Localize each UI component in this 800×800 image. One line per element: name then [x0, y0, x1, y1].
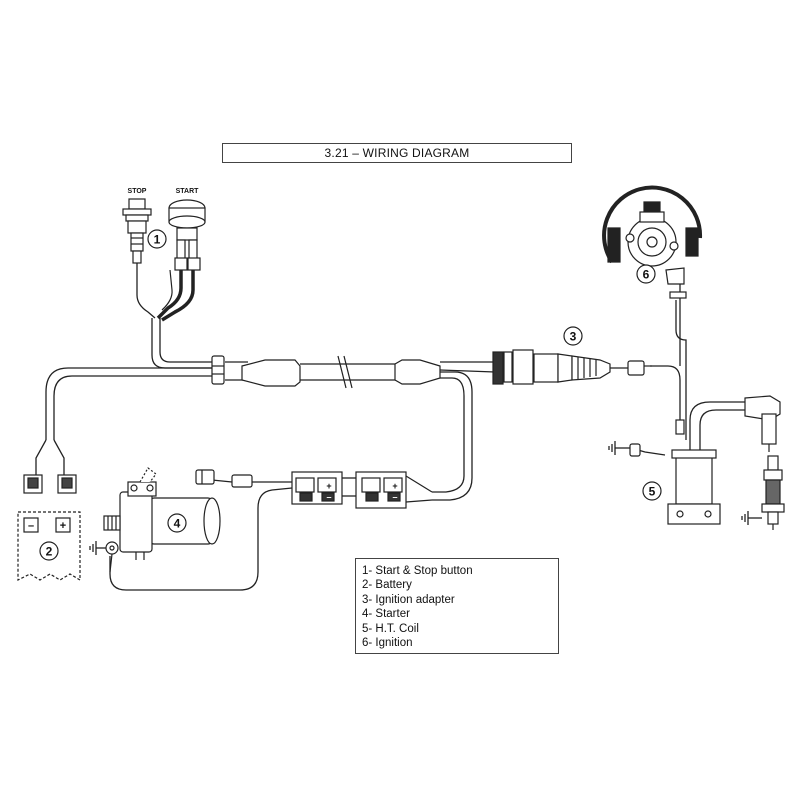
harness-sleeves: [211, 355, 441, 389]
legend-item-1: 1- Start & Stop button: [362, 565, 473, 577]
start-stop-button: STOP START: [122, 188, 206, 271]
battery-positive: +: [60, 520, 66, 532]
svg-text:2: 2: [46, 545, 53, 559]
svg-text:–: –: [326, 492, 331, 502]
svg-text:4: 4: [174, 517, 181, 531]
svg-text:6: 6: [643, 268, 650, 282]
ground-symbol: [89, 541, 106, 555]
callout-2: 2: [39, 541, 59, 561]
svg-text:+: +: [392, 481, 397, 491]
callout-1: 1: [147, 229, 167, 249]
svg-text:–: –: [392, 492, 397, 502]
legend-item-3: 3- Ignition adapter: [362, 593, 455, 606]
ignition-stator: [602, 185, 703, 299]
start-label: START: [176, 188, 200, 195]
starter: [103, 467, 253, 573]
callout-4: 4: [167, 513, 187, 533]
legend-item-6: 6- Ignition: [362, 637, 413, 650]
power-connector-right: + –: [355, 471, 433, 509]
spark-plug: [761, 455, 785, 530]
battery: – +: [17, 474, 81, 582]
ht-coil: [629, 395, 781, 525]
diagram-title: 3.21 – WIRING DIAGRAM: [222, 143, 572, 163]
legend-item-2: 2- Battery: [362, 579, 412, 592]
ground-symbol-coil: [608, 441, 630, 455]
svg-text:1: 1: [154, 233, 161, 247]
callout-3: 3: [563, 326, 583, 346]
battery-negative: –: [28, 520, 34, 532]
callout-5: 5: [642, 481, 662, 501]
power-connector-left: + –: [291, 471, 343, 505]
legend: 1- Start & Stop button 2- Battery 3- Ign…: [355, 558, 559, 654]
svg-text:3: 3: [570, 330, 577, 344]
legend-item-5: 5- H.T. Coil: [362, 622, 419, 635]
svg-text:+: +: [326, 481, 331, 491]
ignition-adapter: [492, 349, 652, 385]
callout-6: 6: [636, 264, 656, 284]
legend-item-4: 4- Starter: [362, 608, 410, 621]
svg-text:5: 5: [649, 485, 656, 499]
ground-symbol-plug: [741, 511, 762, 525]
stop-label: STOP: [128, 188, 147, 195]
